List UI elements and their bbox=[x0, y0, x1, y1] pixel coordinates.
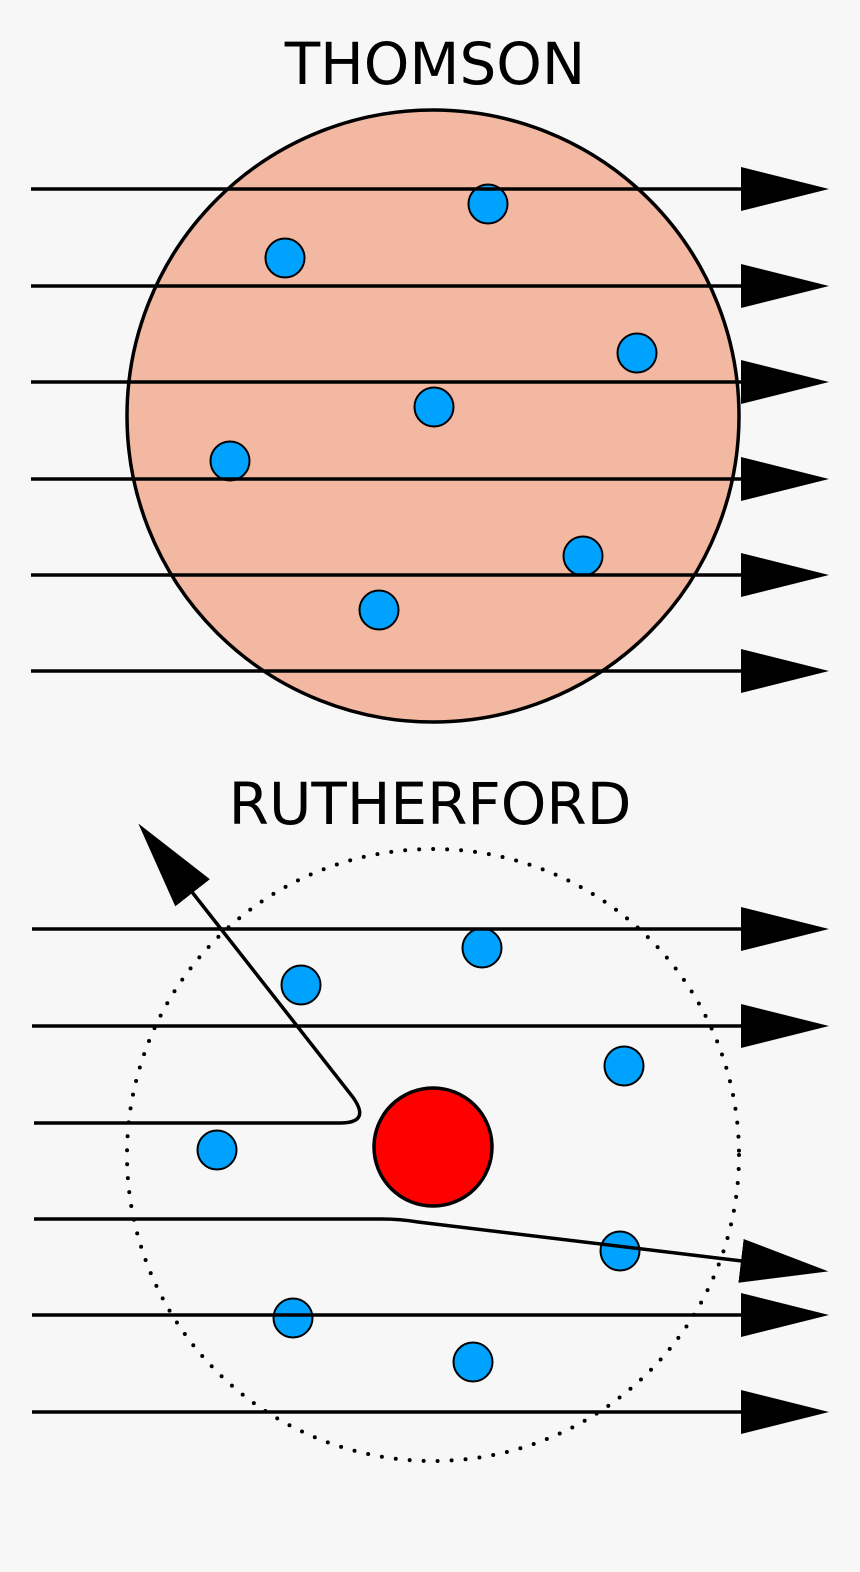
rutherford-title: RUTHERFORD bbox=[229, 770, 632, 838]
electron bbox=[209, 440, 251, 482]
electron bbox=[467, 183, 509, 225]
nucleus bbox=[372, 1086, 494, 1208]
electron bbox=[196, 1129, 238, 1171]
electron bbox=[603, 1045, 645, 1087]
thomson-alpha-rays bbox=[31, 167, 829, 693]
electron bbox=[272, 1297, 314, 1339]
rutherford-model: RUTHERFORD bbox=[32, 770, 829, 1463]
alpha-ray-deflected-arrow bbox=[34, 1217, 829, 1283]
thomson-electrons bbox=[209, 183, 658, 631]
electron bbox=[599, 1230, 641, 1272]
electron bbox=[413, 386, 455, 428]
rutherford-alpha-rays bbox=[32, 823, 829, 1434]
thomson-title: THOMSON bbox=[284, 30, 586, 98]
electron bbox=[264, 237, 306, 279]
thomson-model: THOMSON bbox=[31, 30, 829, 724]
electron bbox=[280, 964, 322, 1006]
electron bbox=[452, 1341, 494, 1383]
rutherford-electrons bbox=[196, 927, 645, 1383]
electron bbox=[562, 535, 604, 577]
rutherford-atom-boundary bbox=[125, 847, 741, 1463]
alpha-ray-reflected-arrow bbox=[34, 823, 362, 1125]
electron bbox=[616, 332, 658, 374]
electron bbox=[461, 927, 503, 969]
electron bbox=[358, 589, 400, 631]
